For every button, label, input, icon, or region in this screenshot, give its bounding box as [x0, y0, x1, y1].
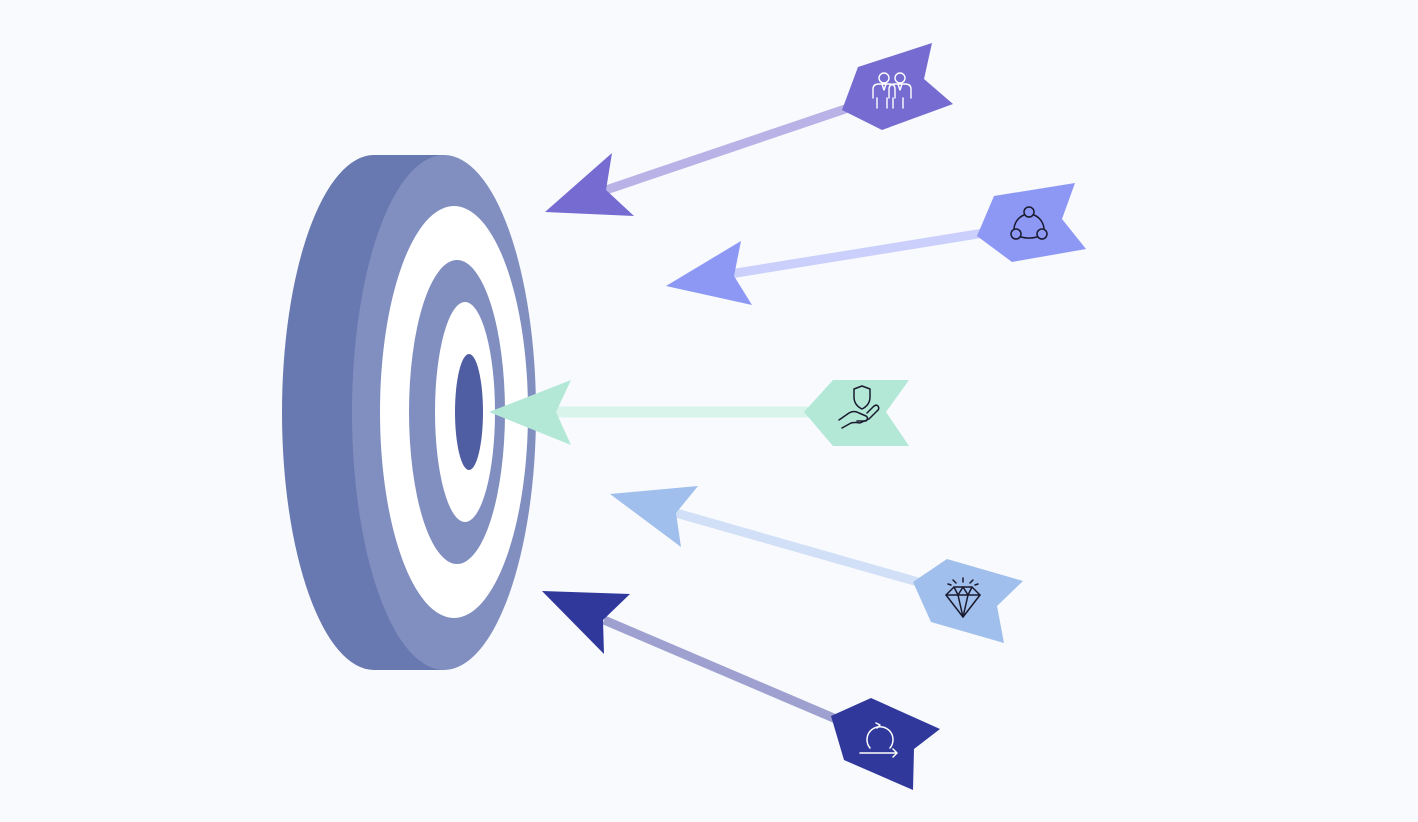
arrow-team [545, 43, 953, 216]
arrow-head [666, 241, 752, 305]
network-icon [1010, 206, 1048, 240]
hand-shield-icon [838, 385, 880, 429]
arrow-cycle [542, 591, 940, 790]
diamond-icon [945, 577, 981, 618]
arrow-head [610, 486, 698, 547]
arrow-value [610, 486, 1023, 643]
arrow-fletching [913, 559, 1023, 643]
arrow-shaft [604, 99, 862, 195]
arrow-shaft [729, 227, 991, 279]
target-board [282, 155, 536, 670]
arrow-network [666, 183, 1086, 305]
target-bullseye [455, 354, 483, 470]
arrow-head [489, 380, 571, 445]
arrow-protection [489, 380, 909, 446]
arrow-head [542, 591, 630, 654]
arrow-fletching [804, 380, 909, 446]
arrow-fletching [977, 183, 1086, 262]
arrow-fletching [842, 43, 953, 130]
arrow-fletching [831, 698, 940, 790]
cycle-icon [859, 722, 898, 758]
arrow-head [545, 153, 634, 216]
arrow-shaft [602, 615, 845, 727]
team-icon [872, 72, 912, 109]
arrow-shaft [674, 508, 927, 589]
